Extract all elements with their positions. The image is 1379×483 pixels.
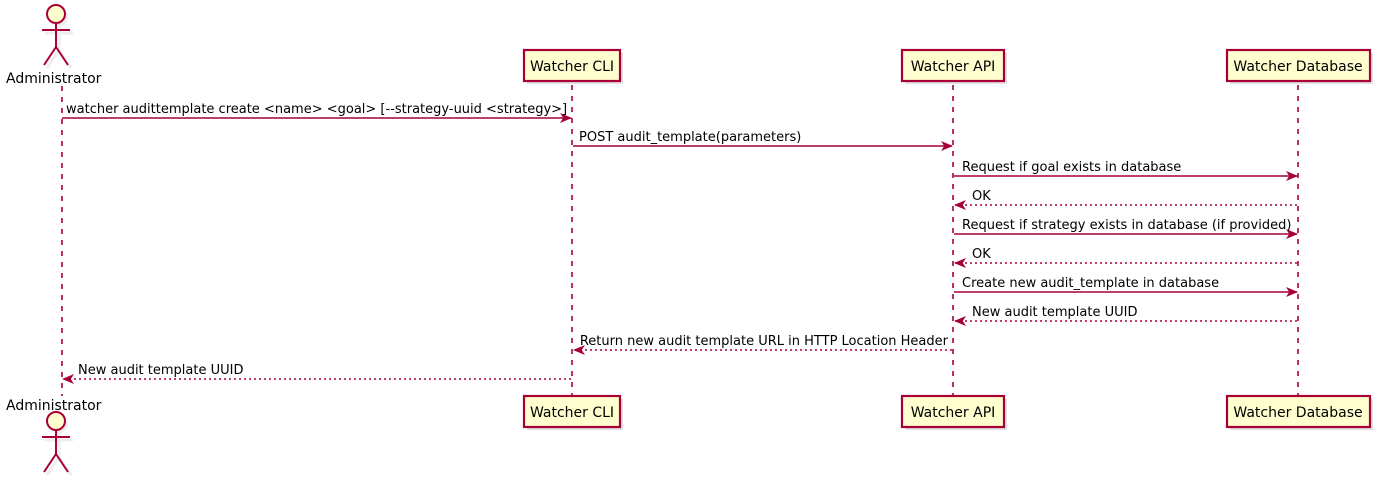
- message-label: Create new audit_template in database: [962, 276, 1219, 291]
- message-1[interactable]: watcher audittemplate create <name> <goa…: [62, 102, 572, 123]
- message-10[interactable]: New audit template UUID: [62, 363, 571, 384]
- message-5[interactable]: Request if strategy exists in database (…: [954, 218, 1298, 239]
- participant-watcher-database-bottom[interactable]: Watcher Database: [1225, 394, 1373, 430]
- message-2[interactable]: POST audit_template(parameters): [573, 130, 953, 151]
- actor-administrator-top[interactable]: Administrator: [6, 4, 102, 87]
- message-label: New audit template UUID: [78, 363, 243, 378]
- actor-leg-left: [43, 46, 57, 66]
- message-3[interactable]: Request if goal exists in database: [954, 160, 1298, 181]
- participant-label-watcher-cli: Watcher CLI: [530, 59, 614, 75]
- participant-label-watcher-database: Watcher Database: [1233, 59, 1362, 75]
- message-label: POST audit_template(parameters): [579, 130, 801, 145]
- participant-box: [522, 394, 622, 429]
- message-label: Request if strategy exists in database (…: [962, 218, 1291, 233]
- actor-head-icon: [46, 4, 66, 24]
- participant-label-watcher-api: Watcher API: [911, 405, 996, 421]
- participant-watcher-cli-bottom[interactable]: Watcher CLI: [522, 394, 623, 430]
- actor-leg-right: [55, 453, 69, 473]
- participant-label-watcher-database: Watcher Database: [1233, 405, 1362, 421]
- message-7[interactable]: Create new audit_template in database: [954, 276, 1298, 297]
- message-label: New audit template UUID: [972, 305, 1137, 320]
- message-label: OK: [972, 247, 991, 262]
- message-label: Return new audit template URL in HTTP Lo…: [580, 334, 949, 349]
- participant-label-watcher-api: Watcher API: [911, 59, 996, 75]
- message-6[interactable]: OK: [954, 247, 1297, 268]
- message-label: watcher audittemplate create <name> <goa…: [66, 102, 567, 117]
- actor-leg-right: [55, 46, 69, 66]
- participant-box: [1225, 394, 1372, 429]
- message-4[interactable]: OK: [954, 189, 1297, 210]
- participant-box: [522, 48, 622, 83]
- participant-box: [900, 48, 1006, 83]
- message-9[interactable]: Return new audit template URL in HTTP Lo…: [573, 334, 952, 355]
- participant-box: [900, 394, 1006, 429]
- participant-watcher-cli-top[interactable]: Watcher CLI: [522, 48, 623, 84]
- actor-head-icon: [46, 411, 66, 431]
- message-8[interactable]: New audit template UUID: [954, 305, 1297, 326]
- actor-administrator-bottom[interactable]: Administrator: [6, 398, 102, 476]
- participant-label-watcher-cli: Watcher CLI: [530, 405, 614, 421]
- participant-watcher-api-top[interactable]: Watcher API: [900, 48, 1007, 84]
- lifelines: [61, 85, 1299, 396]
- actor-label-administrator-top: Administrator: [6, 71, 102, 87]
- actor-leg-left: [43, 453, 57, 473]
- message-label: Request if goal exists in database: [962, 160, 1181, 175]
- participant-box: [1225, 48, 1372, 83]
- actor-label-administrator-bottom: Administrator: [6, 398, 102, 414]
- message-label: OK: [972, 189, 991, 204]
- participant-watcher-database-top[interactable]: Watcher Database: [1225, 48, 1373, 84]
- participant-watcher-api-bottom[interactable]: Watcher API: [900, 394, 1007, 430]
